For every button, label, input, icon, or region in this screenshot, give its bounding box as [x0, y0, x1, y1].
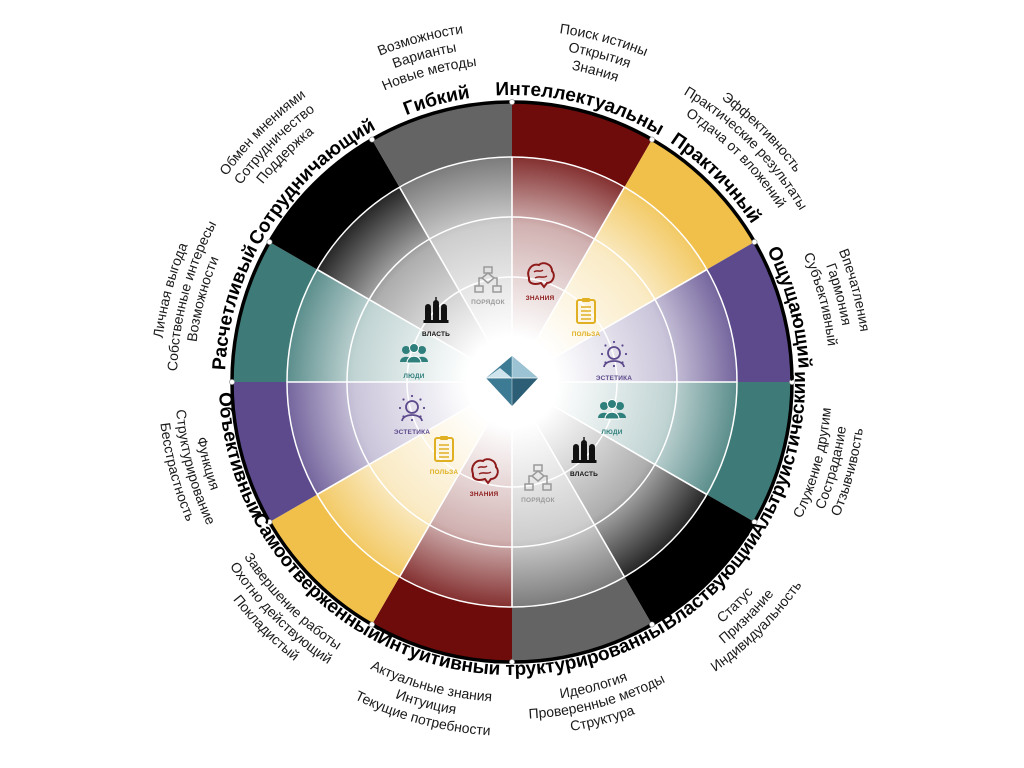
outer-segment-practical — [624, 139, 755, 270]
middle-ring — [346, 216, 678, 548]
motivator-label-utility: ПОЛЬЗА — [430, 469, 459, 476]
person-head-icon — [600, 340, 628, 368]
motivator-label-order: ПОРЯДОК — [471, 299, 505, 306]
chess-pieces-icon — [571, 437, 597, 463]
motivator-label-power: ВЛАСТЬ — [570, 471, 598, 478]
segment-descriptor-cooperative: Обмен мнениями — [216, 86, 308, 178]
wedge-gradient-dominant — [512, 382, 707, 577]
motivator-label-people: ЛЮДИ — [601, 429, 622, 436]
wedge-gradient-structured — [512, 382, 625, 607]
motivator-label-knowledge: ЗНАНИЯ — [470, 491, 499, 498]
wedge-gradient-flexible — [399, 157, 512, 382]
motivator-label-power: ВЛАСТЬ — [422, 331, 450, 338]
border-dot — [751, 519, 758, 525]
inner-ring — [406, 276, 618, 488]
wedge-gradient-sensing — [512, 269, 737, 382]
border-dot — [649, 136, 655, 143]
border-dot — [509, 99, 515, 105]
outer-segment-dominant — [624, 494, 755, 625]
motivator-label-aesthetics: ЭСТЕТИКА — [596, 375, 632, 382]
chess-pieces-icon — [423, 297, 449, 323]
diamond-icon — [486, 356, 538, 406]
border-dot — [369, 136, 375, 143]
border-dot — [649, 621, 655, 628]
border-dot — [266, 519, 273, 525]
border-dot — [751, 239, 758, 245]
wedge-gradient-cooperative — [317, 187, 512, 382]
motivator-label-utility: ПОЛЬЗА — [572, 331, 601, 338]
people-group-icon — [598, 399, 626, 420]
flowchart-icon — [474, 266, 502, 293]
outer-segment-cooperative — [269, 139, 400, 270]
flowchart-icon — [524, 464, 552, 491]
border-dot — [266, 239, 273, 245]
wedge-gradient-calculating — [287, 269, 512, 382]
person-head-icon — [398, 394, 426, 422]
border-dot — [229, 379, 235, 385]
motivator-label-people: ЛЮДИ — [403, 373, 424, 380]
wedge-gradient-intellectual — [512, 157, 625, 382]
wedge-gradient-selfless — [317, 382, 512, 577]
border-dot — [369, 621, 375, 628]
outer-segment-selfless — [269, 494, 400, 625]
clipboard-icon — [434, 436, 454, 462]
wedge-gradient-intuitive — [399, 382, 512, 607]
border-dot — [789, 379, 795, 385]
wedge-gradient-practical — [512, 187, 707, 382]
motivator-label-knowledge: ЗНАНИЯ — [526, 295, 555, 302]
wedge-gradient-altruistic — [512, 382, 737, 495]
brain-icon — [471, 458, 499, 485]
people-group-icon — [400, 343, 428, 364]
wedge-gradient-objective — [287, 382, 512, 495]
clipboard-icon — [576, 298, 596, 324]
brain-icon — [527, 262, 555, 289]
border-dot — [509, 659, 515, 665]
motivator-label-order: ПОРЯДОК — [521, 497, 555, 504]
motivator-label-aesthetics: ЭСТЕТИКА — [394, 429, 430, 436]
inner-edge-ring — [286, 156, 738, 608]
